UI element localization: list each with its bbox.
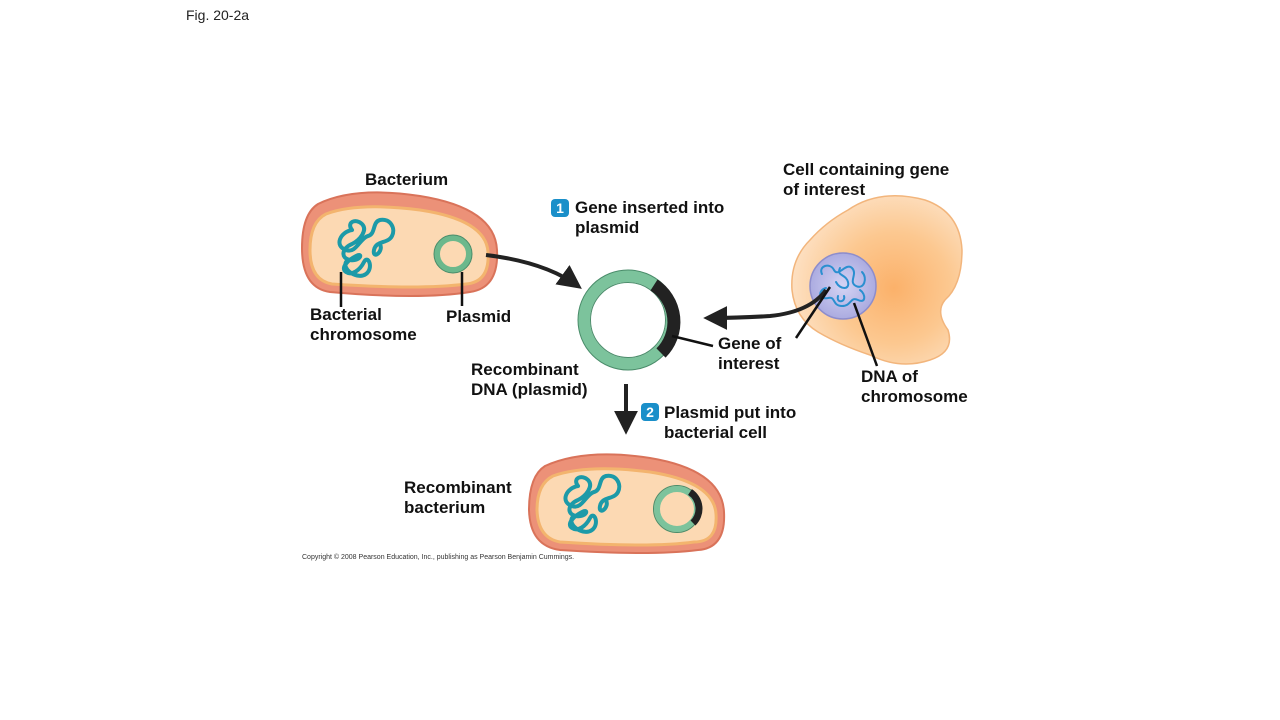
bacterial-chromosome-label: Bacterial chromosome [310, 305, 417, 344]
copyright-notice: Copyright © 2008 Pearson Education, Inc.… [302, 554, 575, 561]
dna-chromosome-leader-line [852, 302, 879, 367]
nucleus-dna [819, 264, 866, 308]
dna-of-chromosome-label: DNA of chromosome [861, 367, 968, 406]
arrow-gene-to-plasmid [703, 288, 828, 330]
recombinant-bacterium-chromosome [563, 473, 622, 534]
step-2-label: Plasmid put into bacterial cell [664, 403, 797, 442]
gene-of-interest-leader-line [671, 334, 714, 348]
bacterial-chromosome [337, 217, 396, 278]
gene-of-interest-cell-leader [794, 286, 832, 339]
plasmid-ring [434, 235, 472, 273]
animal-cell [791, 195, 963, 365]
bacterium-label: Bacterium [365, 170, 449, 189]
recombinant-plasmid [577, 269, 681, 371]
nucleus [809, 252, 877, 320]
recombinant-bacterium-plasmid [653, 485, 703, 533]
recombinant-bacterium-label: Recombinant bacterium [404, 478, 512, 517]
step-2-badge: 2 [641, 403, 659, 421]
cell-label: Cell containing gene of interest [783, 160, 950, 199]
step-1-badge: 1 [551, 199, 569, 217]
arrow-to-recombinant [485, 253, 582, 289]
figure-label: Fig. 20-2a [186, 7, 250, 23]
gene-of-interest-label: Gene of interest [718, 334, 782, 373]
plasmid-label: Plasmid [446, 307, 512, 326]
recombinant-dna-label: Recombinant DNA (plasmid) [471, 360, 588, 399]
step-1-label: Gene inserted into plasmid [575, 198, 725, 237]
